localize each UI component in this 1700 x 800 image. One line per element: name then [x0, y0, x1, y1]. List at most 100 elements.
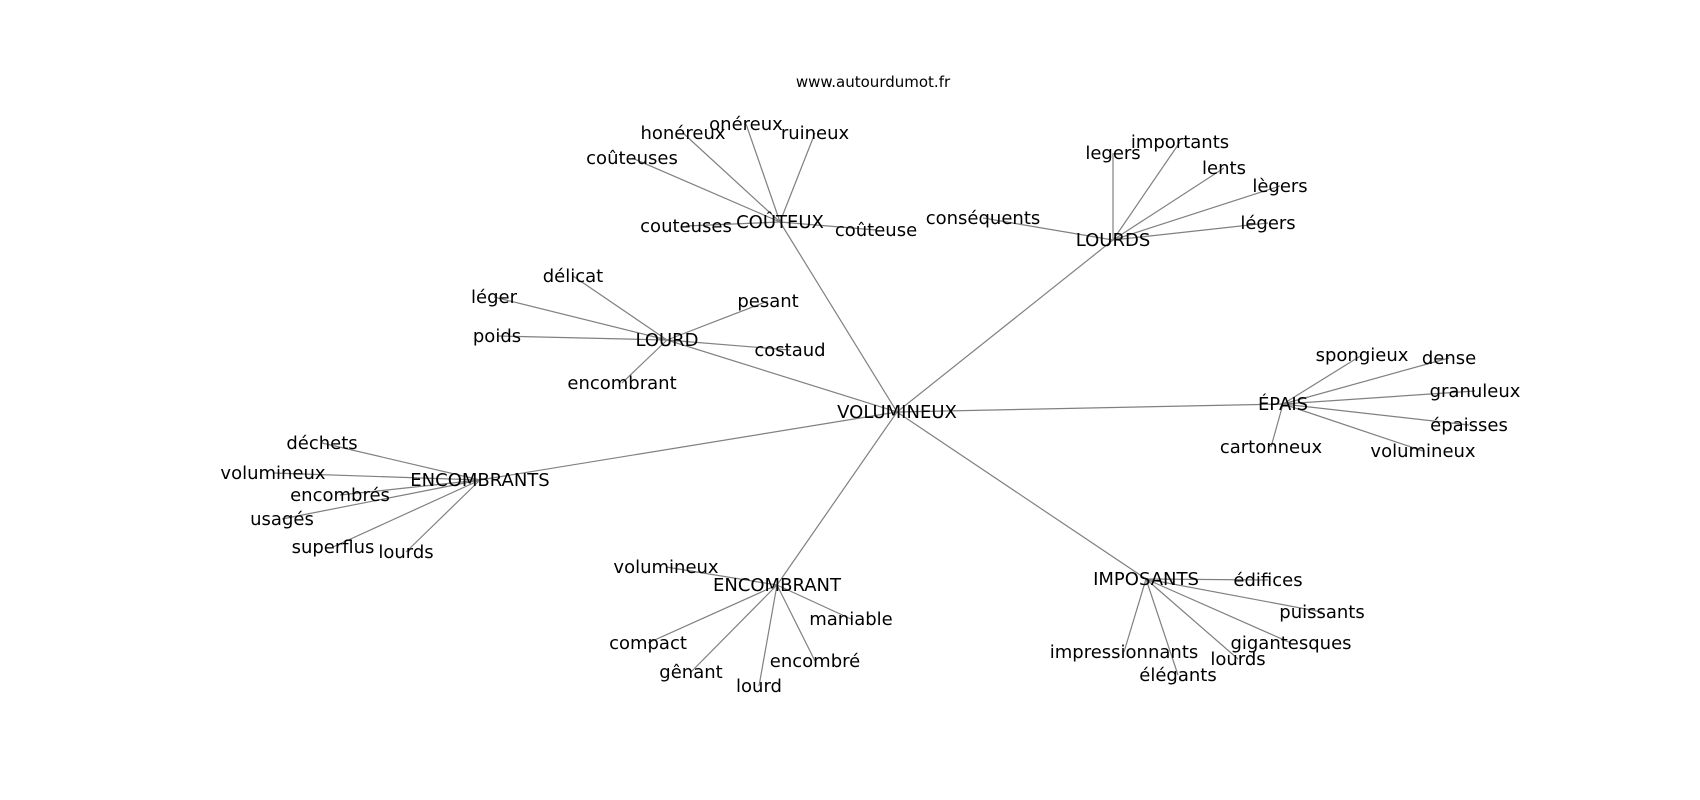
leaf-node-impressionnants[interactable]: impressionnants: [1050, 642, 1199, 663]
leaf-node-encombre[interactable]: encombré: [770, 651, 860, 672]
leaf-node-maniable[interactable]: maniable: [809, 609, 893, 630]
leaf-node-couteuses[interactable]: coûteuses: [586, 148, 678, 169]
leaf-node-puissants[interactable]: puissants: [1279, 602, 1364, 623]
edge-lourds-legers: [1112, 185, 1281, 241]
edge-imposants-impressionnants: [1123, 578, 1147, 653]
leaf-node-legers[interactable]: légers: [1240, 213, 1295, 234]
edge-imposants-gigantesques: [1145, 578, 1292, 644]
leaf-node-lents[interactable]: lents: [1202, 158, 1246, 179]
edge-imposants-lourds: [1145, 578, 1239, 660]
edge-encombrant-genant: [690, 584, 778, 673]
leaf-node-leger[interactable]: léger: [471, 287, 518, 308]
edge-epais-cartonneux: [1270, 403, 1284, 448]
edge-couteux-couteuses: [685, 221, 781, 227]
leaf-node-pesant[interactable]: pesant: [737, 291, 798, 312]
graph-labels: www.autourdumot.fr VOLUMINEUX COÛTEUXcout…: [220, 73, 1520, 697]
leaf-node-importants[interactable]: importants: [1131, 132, 1229, 153]
leaf-node-legers[interactable]: lègers: [1252, 176, 1307, 197]
edge-encombrant-lourd: [758, 584, 778, 687]
edge-encombrants-encombres: [339, 479, 481, 496]
edge-lourd-delicat: [572, 275, 668, 341]
edge-imposants-edifices: [1145, 578, 1269, 581]
leaf-node-delicat[interactable]: délicat: [543, 266, 604, 287]
edge-lourds-legers: [1112, 222, 1269, 241]
hub-node-lourds[interactable]: LOURDS: [1076, 230, 1151, 251]
leaf-node-lourds[interactable]: lourds: [378, 542, 433, 563]
leaf-node-edifices[interactable]: édifices: [1233, 570, 1302, 591]
leaf-node-honereux[interactable]: honéreux: [640, 123, 725, 144]
edge-encombrant-compact: [647, 584, 778, 644]
edge-couteux-honereux: [682, 132, 781, 223]
leaf-node-epaisses[interactable]: épaisses: [1430, 415, 1508, 436]
leaf-node-granuleux[interactable]: granuleux: [1430, 381, 1521, 402]
leaf-node-encombrant[interactable]: encombrant: [567, 373, 676, 394]
edge-lourds-consequents: [982, 217, 1114, 241]
edge-center-epais: [896, 403, 1284, 413]
graph-edges: [272, 123, 1476, 687]
leaf-node-onereux[interactable]: onéreux: [709, 114, 783, 135]
leaf-node-legers[interactable]: legers: [1085, 143, 1140, 164]
leaf-node-gigantesques[interactable]: gigantesques: [1230, 633, 1351, 654]
hub-node-encombrant[interactable]: ENCOMBRANT: [713, 575, 842, 596]
hub-node-couteux[interactable]: COÛTEUX: [736, 211, 824, 233]
leaf-node-volumineux[interactable]: volumineux: [1370, 441, 1476, 462]
hub-node-lourd[interactable]: LOURD: [635, 330, 698, 351]
edge-center-lourds: [896, 239, 1114, 413]
edge-couteux-onereux: [745, 123, 781, 223]
edge-encombrant-encombre: [776, 584, 816, 662]
leaf-node-cartonneux[interactable]: cartonneux: [1220, 437, 1323, 458]
edge-encombrants-volumineux: [272, 472, 481, 481]
edge-imposants-elegants: [1145, 578, 1179, 676]
leaf-node-elegants[interactable]: élégants: [1139, 665, 1216, 686]
edge-encombrants-superflus: [332, 479, 481, 548]
leaf-node-lourd[interactable]: lourd: [736, 676, 782, 697]
edge-lourds-importants: [1112, 141, 1181, 241]
leaf-node-costaud[interactable]: costaud: [754, 340, 825, 361]
edge-center-lourd: [666, 339, 898, 413]
edge-center-couteux: [779, 221, 898, 413]
leaf-node-compact[interactable]: compact: [609, 633, 687, 654]
edge-couteux-couteuses: [631, 157, 781, 223]
edge-lourds-lents: [1112, 167, 1225, 241]
site-watermark[interactable]: www.autourdumot.fr: [796, 73, 951, 91]
hub-node-epais[interactable]: ÉPAIS: [1258, 393, 1308, 415]
edge-epais-dense: [1282, 357, 1450, 405]
edge-lourd-leger: [493, 296, 668, 341]
edge-encombrants-lourds: [405, 479, 481, 553]
edge-encombrant-maniable: [776, 584, 852, 620]
leaf-node-usages[interactable]: usagés: [250, 509, 314, 530]
hub-node-imposants[interactable]: IMPOSANTS: [1093, 569, 1199, 590]
leaf-node-spongieux[interactable]: spongieux: [1316, 345, 1409, 366]
leaf-node-couteuse[interactable]: coûteuse: [835, 220, 917, 241]
edge-encombrants-usages: [281, 479, 481, 520]
edge-encombrant-volumineux: [665, 566, 778, 586]
leaf-node-genant[interactable]: gênant: [659, 662, 722, 683]
edge-epais-spongieux: [1282, 354, 1363, 405]
edge-lourd-poids: [496, 335, 668, 341]
leaf-node-superflus[interactable]: superflus: [292, 537, 375, 558]
leaf-node-volumineux[interactable]: volumineux: [613, 557, 719, 578]
leaf-node-ruineux[interactable]: ruineux: [781, 123, 850, 144]
edge-epais-granuleux: [1282, 390, 1476, 405]
edge-lourd-pesant: [666, 300, 769, 341]
edge-imposants-puissants: [1145, 578, 1323, 613]
leaf-node-poids[interactable]: poids: [473, 326, 521, 347]
edge-couteux-couteuse: [779, 221, 877, 231]
edge-lourd-encombrant: [621, 339, 668, 384]
edge-center-encombrant: [776, 411, 898, 586]
leaf-node-dense[interactable]: dense: [1422, 348, 1476, 369]
hub-node-encombrants[interactable]: ENCOMBRANTS: [410, 470, 549, 491]
leaf-node-dechets[interactable]: déchets: [286, 433, 357, 454]
leaf-node-couteuses[interactable]: couteuses: [640, 216, 732, 237]
center-node[interactable]: VOLUMINEUX: [837, 402, 957, 423]
leaf-node-lourds[interactable]: lourds: [1210, 649, 1265, 670]
edge-center-imposants: [896, 411, 1147, 580]
edge-lourd-costaud: [666, 339, 791, 351]
edge-encombrants-dechets: [321, 442, 481, 481]
leaf-node-volumineux[interactable]: volumineux: [220, 463, 326, 484]
edge-epais-volumineux: [1282, 403, 1424, 452]
edge-center-encombrants: [479, 411, 898, 481]
leaf-node-consequents[interactable]: conséquents: [926, 208, 1041, 229]
leaf-node-encombres[interactable]: encombrés: [290, 485, 390, 506]
